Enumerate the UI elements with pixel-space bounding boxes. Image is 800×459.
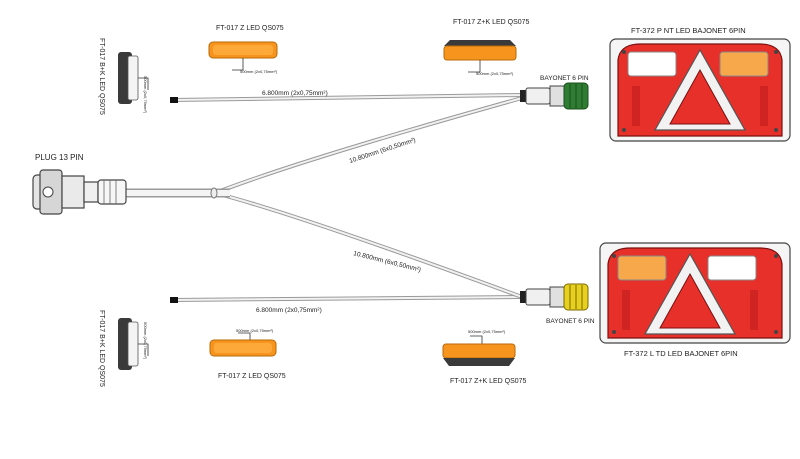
plug-13-pin [32, 169, 127, 215]
lamp-bottom-label: FT-372 L TD LED BAJONET 6PIN [624, 349, 738, 358]
bayonet-bottom-label: BAYONET 6 PIN [546, 318, 595, 325]
cable-main-top [214, 96, 523, 195]
marker-bottom-zk-label: FT-017 Z+K LED QS075 [450, 378, 527, 385]
cable-main-bottom [214, 191, 523, 299]
rear-lamp-top [609, 38, 791, 142]
cable-trunk [125, 187, 230, 199]
marker-top-z-label: FT-017 Z LED QS075 [216, 25, 284, 32]
marker-top-zk-label: FT-017 Z+K LED QS075 [453, 19, 530, 26]
marker-light-bottom-zk [442, 335, 516, 366]
marker-light-bottom-z [209, 332, 277, 357]
marker-top-zk-lead: 500mm (2x0,75mm²) [476, 71, 514, 76]
plug-label: PLUG 13 PIN [35, 153, 84, 162]
cable-bottom-side [170, 295, 523, 303]
cable-bottom-side-label: 6.800mm (2x0,75mm²) [256, 307, 322, 314]
marker-bottom-z-label: FT-017 Z LED QS075 [218, 373, 286, 380]
side-marker-bottom [118, 318, 149, 370]
side-marker-top-lead: 500mm (2x0,75mm²) [143, 76, 148, 114]
marker-light-top-zk [443, 40, 517, 73]
lamp-top-label: FT-372 P NT LED BAJONET 6PIN [631, 26, 746, 35]
marker-bottom-z-lead: 500mm (2x0,75mm²) [236, 328, 274, 333]
marker-bottom-zk-lead: 500mm (2x0,75mm²) [468, 329, 506, 334]
bayonet-top-label: BAYONET 6 PIN [540, 75, 589, 82]
side-marker-top [118, 52, 149, 104]
rear-lamp-bottom [599, 242, 791, 344]
cable-top-side [170, 93, 523, 103]
cable-main-top-label: 10.800mm (6x0,50mm²) [348, 137, 416, 165]
marker-light-top-z [208, 41, 278, 71]
bayonet-top-connector [520, 82, 589, 110]
side-marker-top-label: FT-017 B+K LED QS075 [98, 38, 105, 115]
bayonet-bottom-connector [520, 283, 589, 311]
marker-top-z-lead: 500mm (2x0,75mm²) [240, 69, 278, 74]
side-marker-bottom-label: FT-017 B+K LED QS075 [98, 310, 105, 387]
cable-main-bottom-label: 10.800mm (6x0,50mm²) [353, 250, 422, 274]
cable-top-side-label: 6.800mm (2x0,75mm²) [262, 90, 328, 97]
side-marker-bottom-lead: 500mm (2x0,75mm²) [143, 322, 148, 360]
